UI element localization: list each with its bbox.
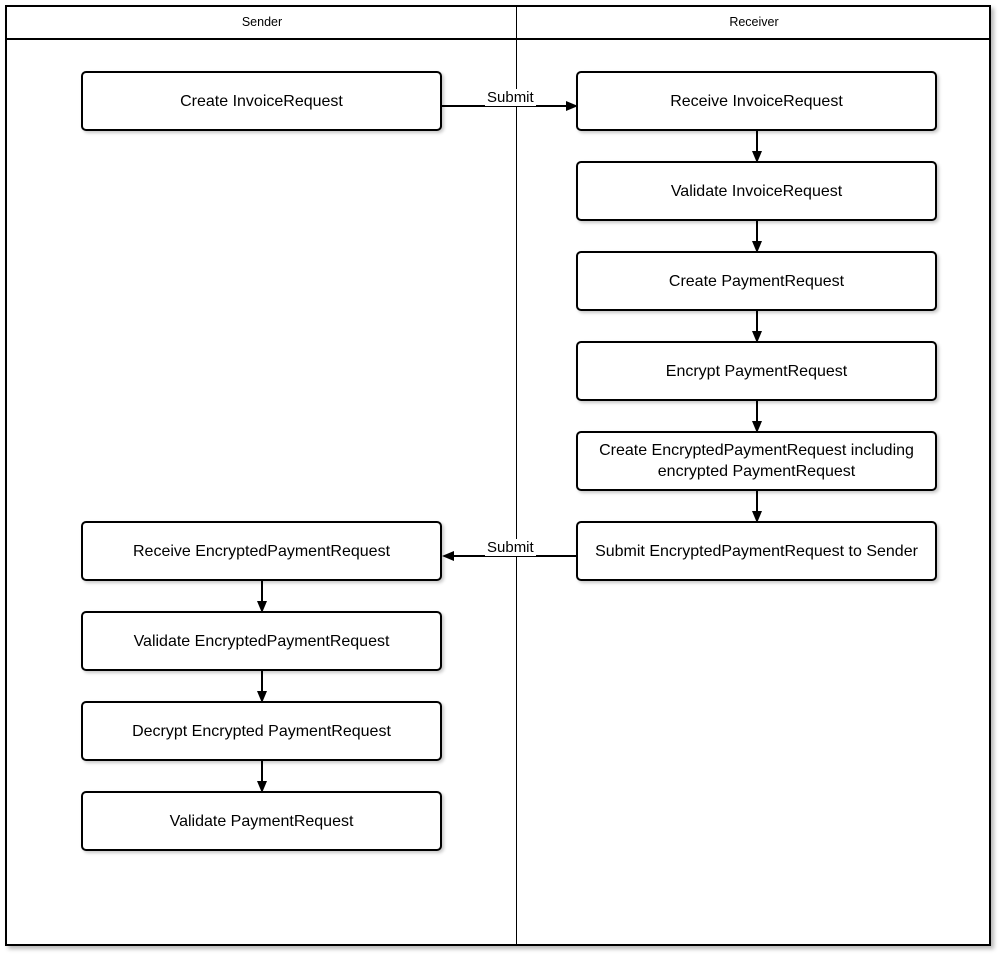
edge-receive-to-validate-encryptedpaymentrequest xyxy=(252,581,272,613)
lane-header-band: Sender Receiver xyxy=(7,7,989,40)
edge-validate-to-create-paymentrequest xyxy=(747,221,767,253)
node-label: Submit EncryptedPaymentRequest to Sender xyxy=(595,542,918,560)
edge-receive-to-validate-invoicerequest xyxy=(747,131,767,163)
lane-title-receiver: Receiver xyxy=(729,15,779,29)
lane-divider xyxy=(516,40,517,946)
node-label: Create InvoiceRequest xyxy=(180,92,343,110)
node-validate-encryptedpaymentrequest[interactable]: Validate EncryptedPaymentRequest xyxy=(81,611,442,671)
edge-submit-invoicerequest xyxy=(442,91,578,121)
edge-validate-to-decrypt-paymentrequest xyxy=(252,671,272,703)
node-label: Validate PaymentRequest xyxy=(169,812,354,830)
node-label: Validate EncryptedPaymentRequest xyxy=(133,632,390,650)
edge-create-to-submit-encryptedpaymentrequest xyxy=(747,491,767,523)
edge-submit-encryptedpaymentrequest xyxy=(442,541,578,571)
node-receive-encryptedpaymentrequest[interactable]: Receive EncryptedPaymentRequest xyxy=(81,521,442,581)
lane-title-sender: Sender xyxy=(241,15,283,29)
node-label: Receive EncryptedPaymentRequest xyxy=(132,542,391,560)
node-decrypt-encrypted-paymentrequest[interactable]: Decrypt Encrypted PaymentRequest xyxy=(81,701,442,761)
node-validate-invoicerequest[interactable]: Validate InvoiceRequest xyxy=(576,161,937,221)
node-label: Receive InvoiceRequest xyxy=(670,92,843,110)
node-create-invoicerequest[interactable]: Create InvoiceRequest xyxy=(81,71,442,131)
edge-decrypt-to-validate-paymentrequest xyxy=(252,761,272,793)
edge-label-submit-1: Submit xyxy=(485,89,536,106)
node-create-encryptedpaymentrequest[interactable]: Create EncryptedPaymentRequest including… xyxy=(576,431,937,491)
node-submit-encryptedpaymentrequest-to-sender[interactable]: Submit EncryptedPaymentRequest to Sender xyxy=(576,521,937,581)
node-label: Decrypt Encrypted PaymentRequest xyxy=(132,722,391,740)
edge-label-submit-2: Submit xyxy=(485,539,536,556)
node-validate-paymentrequest[interactable]: Validate PaymentRequest xyxy=(81,791,442,851)
node-label: Create PaymentRequest xyxy=(668,272,845,290)
edge-encrypt-to-create-encryptedpaymentrequest xyxy=(747,401,767,433)
swimlane-pool: Sender Receiver Create InvoiceRequest Re… xyxy=(5,5,991,946)
node-encrypt-paymentrequest[interactable]: Encrypt PaymentRequest xyxy=(576,341,937,401)
edge-create-to-encrypt-paymentrequest xyxy=(747,311,767,343)
node-receive-invoicerequest[interactable]: Receive InvoiceRequest xyxy=(576,71,937,131)
node-label: Create EncryptedPaymentRequest including… xyxy=(599,442,914,480)
node-label: Validate InvoiceRequest xyxy=(670,182,843,200)
node-label: Encrypt PaymentRequest xyxy=(665,362,848,380)
lane-divider-header-segment xyxy=(516,7,517,40)
node-create-paymentrequest[interactable]: Create PaymentRequest xyxy=(576,251,937,311)
